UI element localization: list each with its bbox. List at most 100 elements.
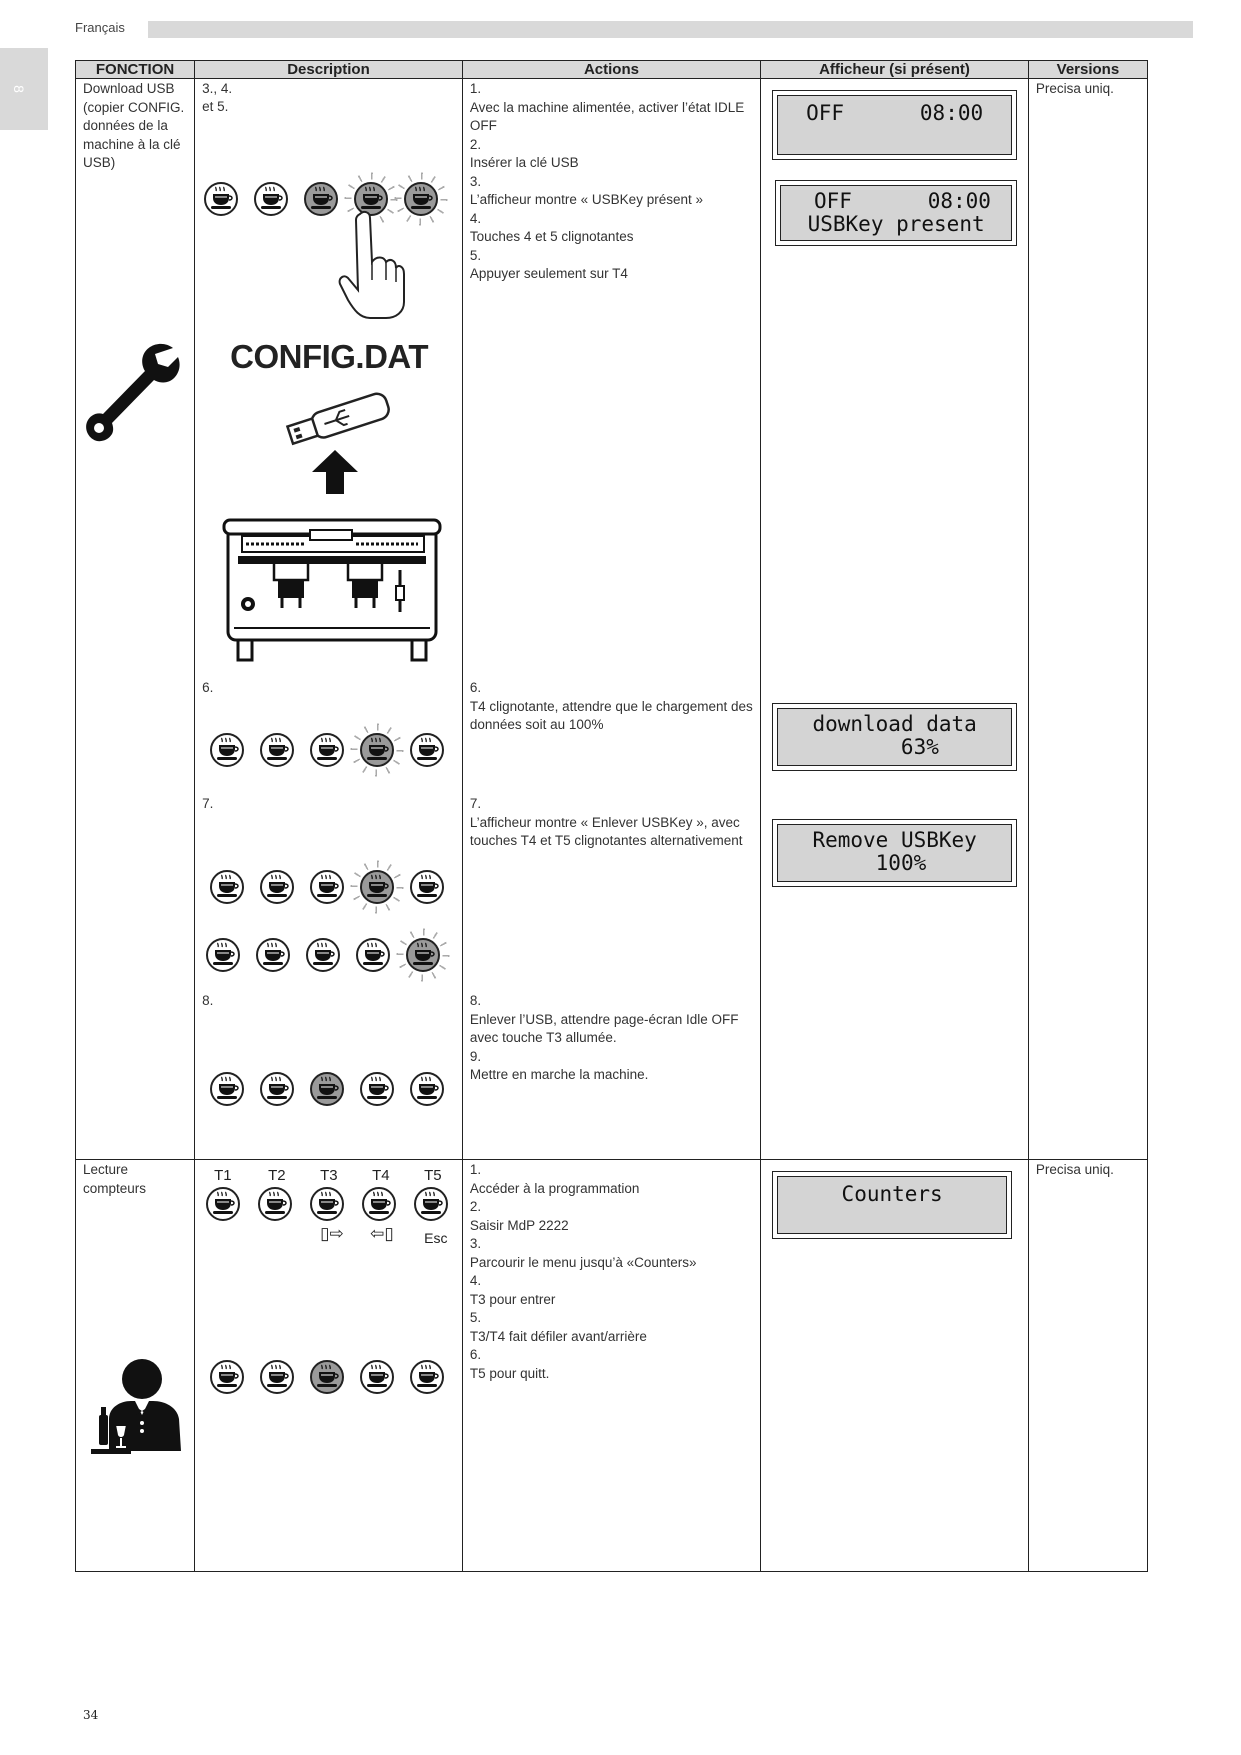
coffee-cup-icon	[361, 186, 383, 209]
action-steps: 1. Avec la machine alimentée, activer l’é…	[464, 80, 759, 284]
action-line: Saisir MdP 2222	[469, 1217, 569, 1233]
coffee-button-t1	[210, 870, 245, 904]
button-row	[210, 733, 445, 767]
coffee-button-t3	[306, 938, 341, 972]
step-label: 8.	[202, 993, 214, 1008]
coffee-cup-icon	[363, 942, 385, 965]
pressing-hand-icon	[338, 210, 406, 319]
coffee-button-t1	[206, 1187, 241, 1221]
action-steps: 8. Enlever l’USB, attendre page-écran Idl…	[464, 992, 759, 1085]
coffee-button-t1	[210, 1072, 245, 1106]
lcd-display: Counters	[772, 1171, 1013, 1239]
action-line: 4.	[469, 1273, 482, 1288]
usb-key-icon	[285, 392, 391, 446]
coffee-cup-icon	[217, 874, 239, 897]
step-label: 7.	[202, 796, 214, 811]
button-label-t3: T3	[320, 1167, 338, 1184]
display-cell: Counters	[760, 1159, 1029, 1572]
coffee-button-t2	[260, 1360, 295, 1394]
action-line: 1.	[469, 81, 482, 96]
header-bar	[148, 21, 1193, 38]
esc-label: Esc	[424, 1230, 448, 1246]
button-label-t1: T1	[214, 1167, 232, 1184]
version-text: Precisa uniq.	[1035, 81, 1114, 96]
config-file-label: CONFIG.DAT	[230, 338, 428, 375]
coffee-cup-icon	[317, 874, 339, 897]
coffee-button-t5	[410, 1072, 445, 1106]
version-cell: Precisa uniq.	[1027, 78, 1149, 1160]
action-line: Touches 4 et 5 clignotantes	[469, 229, 634, 244]
action-steps: 7.L’afficheur montre « Enlever USBKey »,…	[464, 795, 759, 851]
button-row	[210, 870, 445, 904]
coffee-cup-icon	[265, 1191, 287, 1214]
action-line: T4 clignotante, attendre que le chargeme…	[469, 698, 753, 733]
coffee-cup-icon	[417, 874, 439, 897]
forward-arrow-icon: ▯⇨	[320, 1224, 344, 1243]
actions-cell: 1. Accéder à la programmation 2. Saisir MdP…	[461, 1159, 762, 1572]
coffee-cup-icon	[217, 1076, 239, 1099]
coffee-button-t1	[206, 938, 241, 972]
action-line: T3/T4 fait défiler avant/arrière	[469, 1328, 647, 1344]
action-line: 3.	[469, 1236, 482, 1251]
arrow-up-icon	[312, 450, 359, 494]
coffee-button-t1	[204, 182, 239, 216]
description-cell: T1 T2 T3 T4 T5 ▯⇨ ⇦▯ Esc	[194, 1159, 463, 1572]
action-line: 8.	[469, 993, 482, 1008]
action-line: 5.	[469, 247, 482, 263]
coffee-button-t3	[304, 182, 339, 216]
coffee-cup-icon	[367, 1364, 389, 1387]
espresso-machine-illustration	[222, 518, 442, 662]
action-line: 1.	[469, 1162, 482, 1177]
lcd-display: download data 63%	[772, 703, 1018, 771]
coffee-cup-icon	[369, 1191, 391, 1214]
coffee-button-t4	[354, 182, 389, 216]
coffee-cup-icon	[367, 874, 389, 897]
coffee-cup-icon	[367, 1076, 389, 1099]
coffee-cup-icon	[317, 1076, 339, 1099]
button-label-t5: T5	[424, 1167, 442, 1184]
action-line: T3 pour entrer	[469, 1291, 556, 1307]
fonction-cell: Download USB (copier CONFIG. données de …	[74, 78, 196, 1160]
coffee-button-t2	[256, 938, 291, 972]
button-label-t2: T2	[268, 1167, 286, 1184]
procedure-table: FONCTION Description Actions Afficheur (…	[74, 60, 1149, 1572]
coffee-button-t3	[310, 1072, 345, 1106]
action-line: 2.	[469, 136, 482, 152]
version-cell: Precisa uniq.	[1027, 1159, 1149, 1572]
coffee-button-t1	[210, 733, 245, 767]
coffee-cup-icon	[217, 737, 239, 760]
action-line: Enlever l’USB, attendre page-écran Idle …	[469, 1011, 739, 1046]
action-line: 7.	[469, 796, 482, 811]
action-line: L’afficheur montre « USBKey présent »	[469, 192, 703, 207]
coffee-cup-icon	[317, 737, 339, 760]
action-line: Appuyer seulement sur T4	[469, 266, 628, 281]
table-row: Lecture compteurs T	[74, 1159, 1149, 1572]
step-label: 3., 4.	[202, 81, 233, 96]
coffee-button-t4	[360, 1360, 395, 1394]
action-line: 2.	[469, 1199, 482, 1214]
action-line: Avec la machine alimentée, activer l’éta…	[469, 99, 745, 134]
coffee-cup-icon	[317, 1364, 339, 1387]
coffee-cup-icon	[267, 737, 289, 760]
coffee-button-t3	[310, 870, 345, 904]
lcd-display: OFF 08:00	[772, 90, 1018, 160]
col-header-description: Description	[194, 60, 463, 79]
coffee-button-t5	[410, 870, 445, 904]
back-arrow-icon: ⇦▯	[370, 1224, 394, 1243]
action-line: 6.	[469, 1347, 482, 1362]
version-text: Precisa uniq.	[1035, 1162, 1114, 1177]
action-line: Insérer la clé USB	[469, 155, 579, 170]
button-row	[206, 938, 441, 972]
coffee-button-t5	[410, 1360, 445, 1394]
coffee-cup-icon	[417, 737, 439, 760]
coffee-button-t5	[406, 938, 441, 972]
col-header-afficheur: Afficheur (si présent)	[760, 60, 1029, 79]
description-cell: 3., 4. et 5. CONFIG.DAT	[194, 78, 463, 1160]
action-line: Accéder à la programmation	[469, 1180, 640, 1196]
coffee-button-t2	[254, 182, 289, 216]
display-cell: OFF 08:00 OFF 08:00 USBKey present downl…	[760, 78, 1029, 1160]
coffee-cup-icon	[311, 186, 333, 209]
coffee-cup-icon	[213, 942, 235, 965]
coffee-button-t5	[414, 1187, 449, 1221]
coffee-cup-icon	[211, 186, 233, 209]
